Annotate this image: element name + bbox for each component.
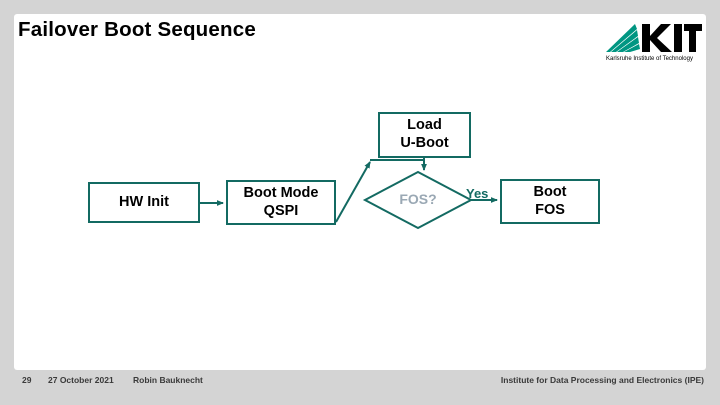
decision-label-fos: FOS?	[399, 191, 437, 207]
edge-label-yes: Yes	[466, 186, 489, 201]
node-load-uboot-line-2: U-Boot	[400, 135, 449, 151]
node-boot-mode-line-1: Boot Mode	[243, 184, 319, 201]
footer-author: Robin Bauknecht	[133, 375, 203, 385]
footer-page-number: 29	[22, 375, 32, 385]
edge-bootmode-loaduboot	[335, 161, 371, 223]
footer-date: 27 October 2021	[48, 375, 114, 385]
footer-institute: Institute for Data Processing and Electr…	[500, 375, 704, 385]
node-hw-init-line-1: HW Init	[119, 193, 169, 210]
node-load-uboot[interactable]: Load U-Boot	[378, 112, 471, 158]
node-boot-mode-qspi[interactable]: Boot Mode QSPI	[226, 180, 336, 225]
kit-wordmark	[642, 24, 702, 52]
decision-diamond-fos	[362, 170, 474, 230]
kit-logo: Karlsruhe Institute of Technology	[604, 21, 702, 63]
node-boot-fos[interactable]: Boot FOS	[500, 179, 600, 224]
node-boot-mode-line-2: QSPI	[263, 202, 299, 219]
slide-footer: 29 27 October 2021 Robin Bauknecht Insti…	[0, 375, 720, 397]
page-title: Failover Boot Sequence	[18, 18, 256, 41]
kit-logo-rays	[606, 24, 640, 52]
node-hw-init[interactable]: HW Init	[88, 182, 200, 223]
node-boot-fos-line-2: FOS	[535, 201, 565, 218]
node-boot-fos-line-1: Boot	[533, 183, 567, 200]
kit-logo-subtitle: Karlsruhe Institute of Technology	[606, 56, 693, 62]
node-load-uboot-line-1: Load	[407, 117, 442, 134]
